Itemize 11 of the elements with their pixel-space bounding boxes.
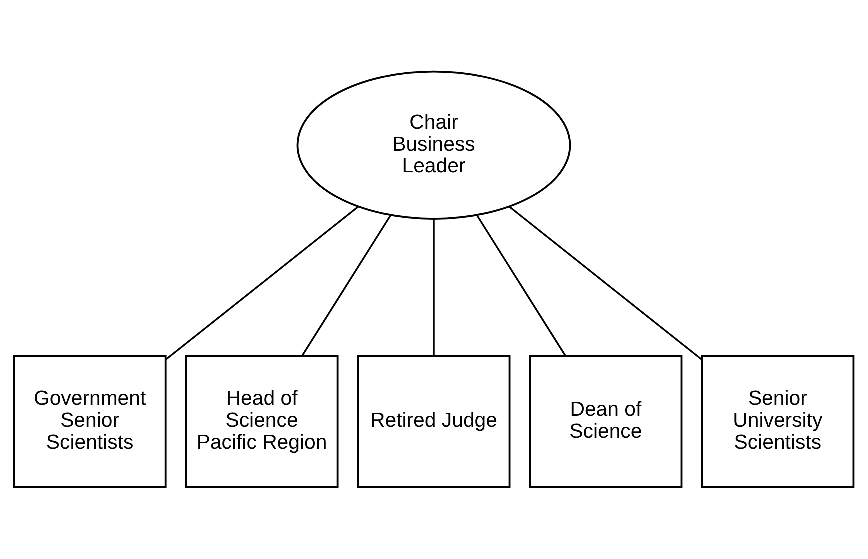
node-box: Retired Judge [357, 355, 511, 488]
node-box: Senior University Scientists [701, 355, 855, 488]
node-ellipse: Chair Business Leader [296, 70, 572, 220]
node-box: Dean of Science [529, 355, 683, 488]
connector [476, 215, 566, 356]
connector [165, 206, 360, 361]
connector [508, 206, 703, 361]
connector [433, 219, 435, 356]
node-box: Head of Science Pacific Region [185, 355, 339, 488]
node-box: Government Senior Scientists [13, 355, 167, 488]
connector [302, 215, 392, 356]
